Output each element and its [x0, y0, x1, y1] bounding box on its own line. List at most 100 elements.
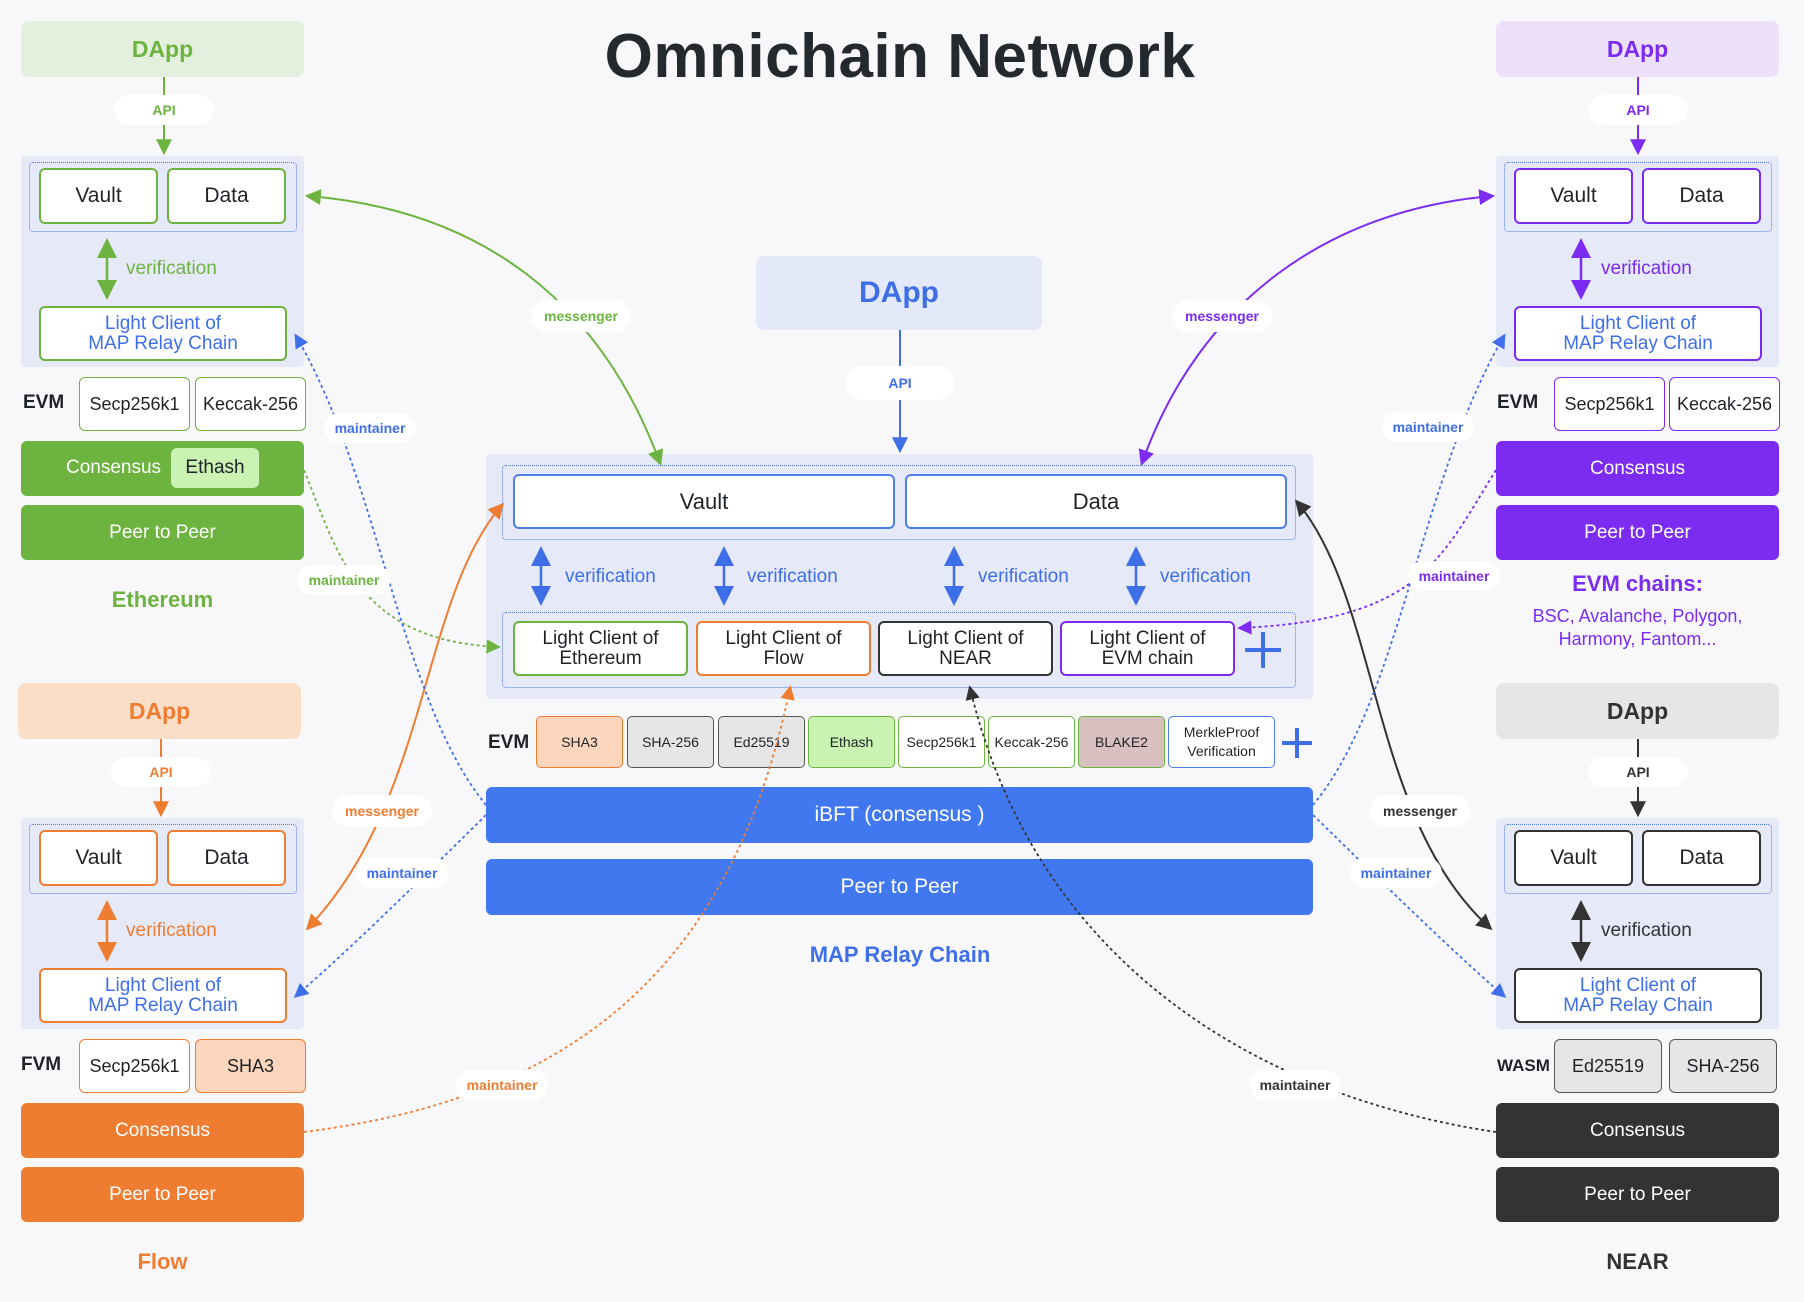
- flow-verification-label: verification: [126, 920, 217, 941]
- light-client-evm-chain[interactable]: Light Client of EVM chain: [1060, 621, 1235, 676]
- relay-to-ethereum-maintainer: [294, 333, 487, 806]
- near-vm-label: WASM: [1497, 1056, 1550, 1075]
- near-data[interactable]: Data: [1642, 830, 1761, 886]
- flow-api-pill: API: [111, 757, 211, 787]
- light-client-line1: Light Client of: [1089, 627, 1206, 649]
- near-consensus-bar[interactable]: Consensus: [1496, 1103, 1779, 1158]
- near-maintainer-pill: maintainer: [1249, 1070, 1341, 1100]
- evm-vm-label: EVM: [1497, 392, 1539, 413]
- light-client-near[interactable]: Light Client of NEAR: [878, 621, 1053, 676]
- ethereum-caption: Ethereum: [111, 587, 214, 612]
- maintainer-label: maintainer: [1419, 568, 1490, 584]
- maintainer-label: maintainer: [1260, 1077, 1331, 1093]
- evm-subcaption-line2: Harmony, Fantom...: [1558, 628, 1717, 649]
- maintainer-label: maintainer: [335, 420, 406, 436]
- flow-consensus-bar[interactable]: Consensus: [21, 1103, 304, 1158]
- evm-storage-group: [1504, 162, 1772, 232]
- evm-messenger-connector: [1138, 189, 1496, 467]
- relay-verification-label: verification: [747, 566, 838, 587]
- maintainer-label: maintainer: [367, 865, 438, 881]
- api-label: API: [1626, 102, 1649, 118]
- flow-vault[interactable]: Vault: [39, 830, 158, 886]
- ethereum-vault[interactable]: Vault: [39, 168, 158, 224]
- light-client-line2: MAP Relay Chain: [1563, 332, 1713, 354]
- api-label: API: [888, 375, 911, 391]
- relay-caption: MAP Relay Chain: [809, 942, 991, 967]
- messenger-label: messenger: [544, 308, 618, 324]
- relay-to-near-maintainer: [1312, 814, 1507, 998]
- relay-dapp[interactable]: DApp: [756, 256, 1042, 330]
- ethereum-dapp[interactable]: DApp: [21, 21, 304, 77]
- messenger-label: messenger: [1383, 803, 1457, 819]
- evm-consensus-bar[interactable]: Consensus: [1496, 441, 1779, 496]
- flow-sig-sha3: SHA3: [195, 1039, 306, 1093]
- ethereum-maintainer-connector: [303, 469, 501, 654]
- relay-api-pill: API: [846, 366, 954, 400]
- near-dapp[interactable]: DApp: [1496, 683, 1779, 739]
- algo-keccak256: Keccak-256: [988, 716, 1075, 768]
- evm-p2p-bar[interactable]: Peer to Peer: [1496, 505, 1779, 560]
- flow-light-client[interactable]: Light Client of MAP Relay Chain: [39, 968, 287, 1023]
- light-client-line2: NEAR: [939, 647, 992, 669]
- ethereum-data[interactable]: Data: [167, 168, 286, 224]
- api-label: API: [152, 102, 175, 118]
- ethereum-messenger-pill: messenger: [531, 300, 631, 332]
- flow-vm-label: FVM: [21, 1054, 62, 1075]
- relay-vault[interactable]: Vault: [513, 474, 895, 529]
- algo-secp256k1: Secp256k1: [898, 716, 985, 768]
- light-client-line1: Light Client of: [104, 974, 222, 996]
- near-sig-sha256: SHA-256: [1669, 1039, 1777, 1093]
- near-light-client[interactable]: Light Client of MAP Relay Chain: [1514, 968, 1762, 1023]
- evm-maintainer-pill: maintainer: [1408, 561, 1500, 591]
- plus-icon[interactable]: [1282, 728, 1312, 758]
- relay-to-evm-maintainer: [1312, 333, 1506, 806]
- evm-light-client[interactable]: Light Client of MAP Relay Chain: [1514, 306, 1762, 361]
- near-messenger-pill: messenger: [1370, 795, 1470, 827]
- algo-ed25519: Ed25519: [718, 716, 805, 768]
- light-client-line1: Light Client of: [542, 627, 659, 649]
- relay-data[interactable]: Data: [905, 474, 1287, 529]
- light-client-ethereum[interactable]: Light Client of Ethereum: [513, 621, 688, 676]
- light-client-line1: Light Client of: [725, 627, 842, 649]
- relay-maintainer-pill: maintainer: [356, 858, 448, 888]
- near-caption: NEAR: [1606, 1249, 1669, 1274]
- maintainer-label: maintainer: [309, 572, 380, 588]
- algo-blake2: BLAKE2: [1078, 716, 1165, 768]
- light-client-line1: Light Client of: [1579, 974, 1697, 996]
- near-verification-label: verification: [1601, 920, 1692, 941]
- ethereum-p2p-bar[interactable]: Peer to Peer: [21, 505, 304, 560]
- near-vault[interactable]: Vault: [1514, 830, 1633, 886]
- near-api-pill: API: [1588, 757, 1688, 787]
- evm-vault[interactable]: Vault: [1514, 168, 1633, 224]
- light-client-line2: Ethereum: [559, 647, 642, 669]
- evm-data[interactable]: Data: [1642, 168, 1761, 224]
- near-messenger-connector: [1294, 499, 1493, 931]
- evm-dapp[interactable]: DApp: [1496, 21, 1779, 77]
- algo-merkleproof: MerkleProof Verification: [1168, 716, 1275, 768]
- messenger-label: messenger: [345, 803, 419, 819]
- flow-dapp[interactable]: DApp: [18, 683, 301, 739]
- ethereum-vm-label: EVM: [23, 392, 65, 413]
- ethereum-maintainer-pill: maintainer: [298, 565, 390, 595]
- flow-p2p-bar[interactable]: Peer to Peer: [21, 1167, 304, 1222]
- ethereum-api-pill: API: [114, 95, 214, 125]
- ethereum-light-client[interactable]: Light Client of MAP Relay Chain: [39, 306, 287, 361]
- light-client-flow[interactable]: Light Client of Flow: [696, 621, 871, 676]
- messenger-label: messenger: [1185, 308, 1259, 324]
- api-label: API: [149, 764, 172, 780]
- evm-sig-keccak256: Keccak-256: [1669, 377, 1780, 431]
- light-client-line1: Light Client of: [1579, 312, 1697, 334]
- relay-verification-label: verification: [565, 566, 656, 587]
- near-p2p-bar[interactable]: Peer to Peer: [1496, 1167, 1779, 1222]
- ethereum-ethash-badge: Ethash: [171, 448, 259, 488]
- algo-ethash: Ethash: [808, 716, 895, 768]
- flow-data[interactable]: Data: [167, 830, 286, 886]
- evm-verification-label: verification: [1601, 258, 1692, 279]
- relay-p2p-bar[interactable]: Peer to Peer: [486, 859, 1313, 915]
- plus-icon[interactable]: [1245, 632, 1281, 668]
- light-client-line1: Light Client of: [104, 312, 222, 334]
- relay-consensus-bar[interactable]: iBFT (consensus ): [486, 787, 1313, 843]
- near-sig-ed25519: Ed25519: [1554, 1039, 1662, 1093]
- ethereum-consensus-bar[interactable]: Consensus Ethash: [21, 441, 304, 496]
- maintainer-label: maintainer: [1361, 865, 1432, 881]
